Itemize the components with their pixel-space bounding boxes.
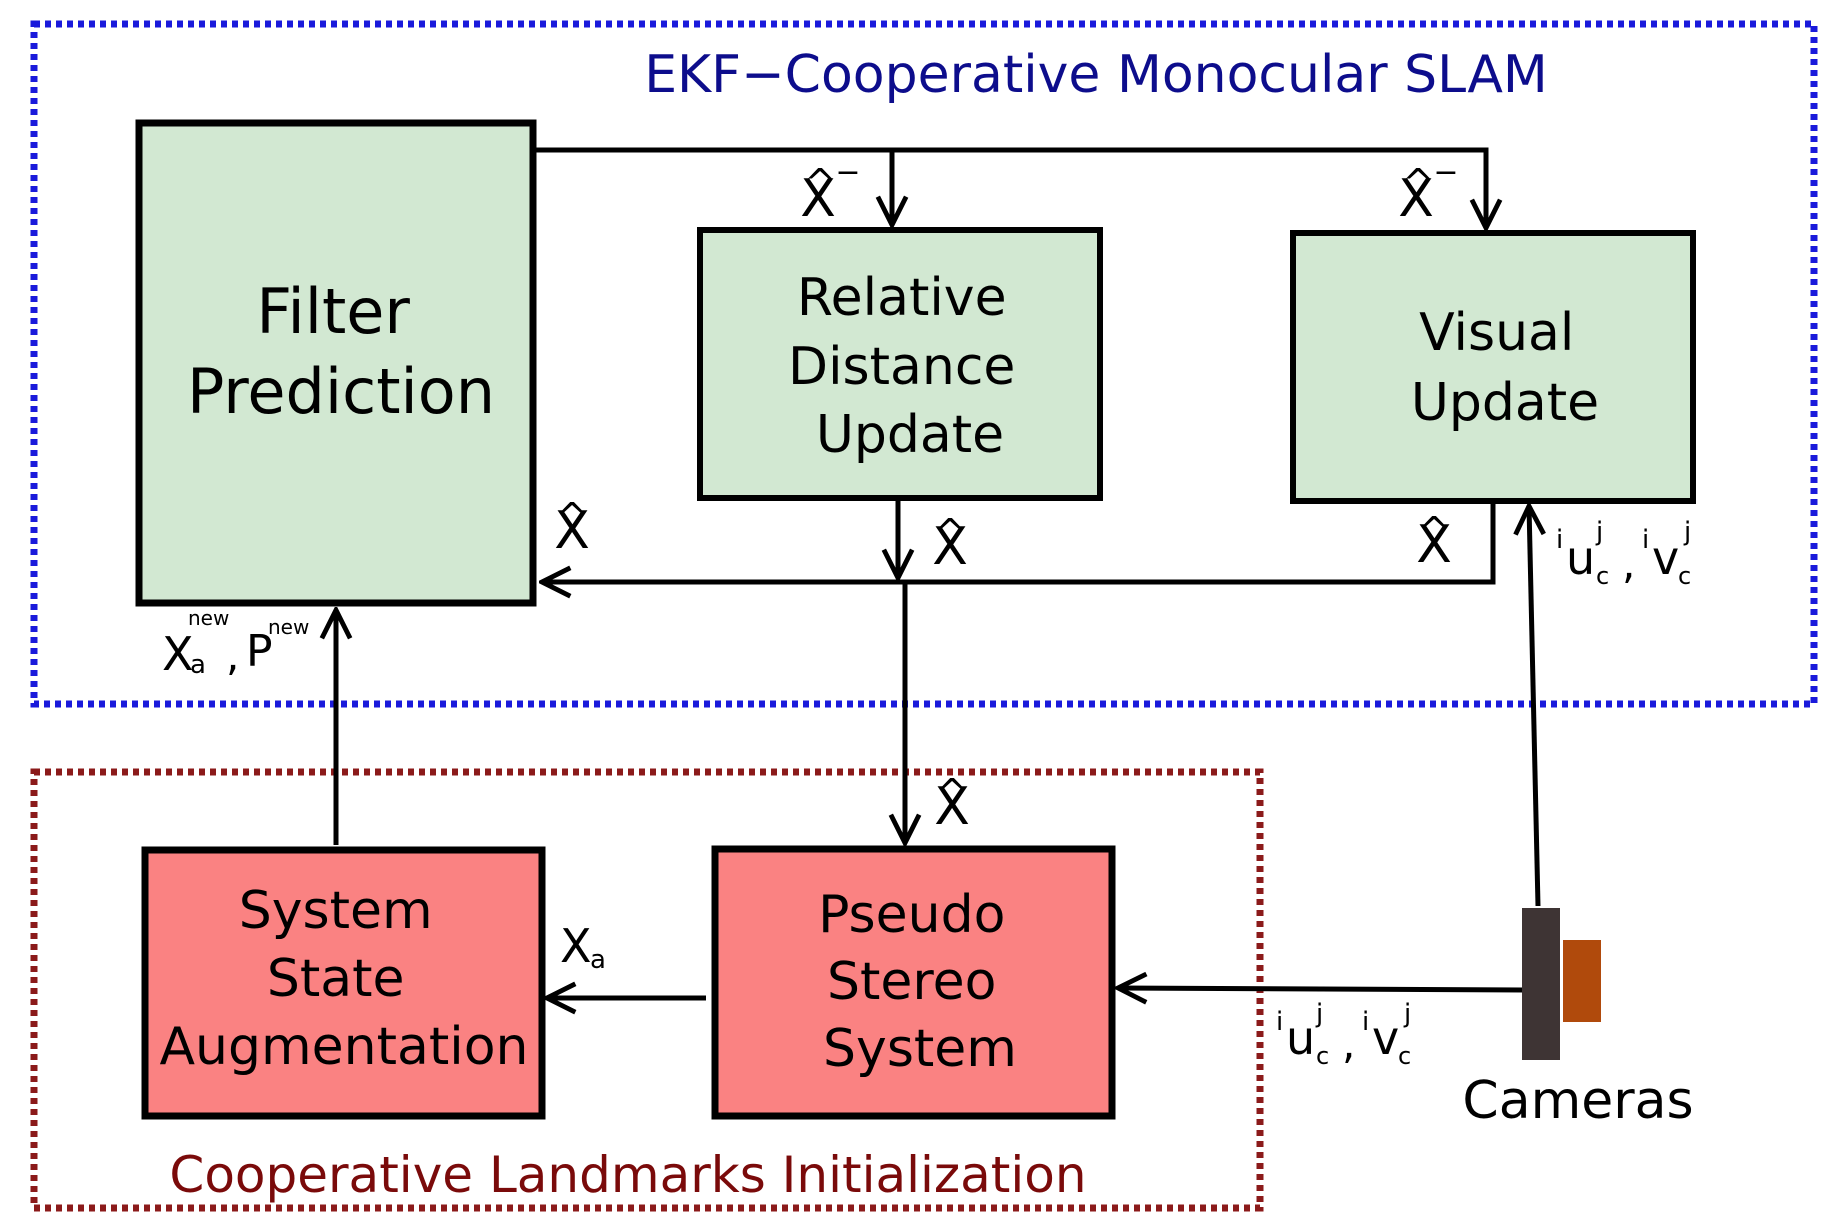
pseudo-stereo-system-line-1: Pseudo: [818, 885, 1005, 945]
relative-distance-update-label: Relative Distance Update: [788, 268, 1032, 465]
visual-update-line-2: Update: [1411, 373, 1599, 433]
cameras-to-pseudo-arrow: [1118, 988, 1525, 990]
relative-distance-update-line-2: Distance: [788, 337, 1015, 397]
uv-index-j: j: [1403, 999, 1411, 1029]
p-new-letter: P: [246, 626, 273, 677]
visual-update-line-1: Visual: [1419, 303, 1574, 363]
uv-index-c: c: [1398, 1042, 1411, 1070]
visual-to-prediction-line: [542, 498, 1496, 582]
prediction-to-visual-line: [533, 147, 1486, 228]
camera-lens: [1563, 940, 1601, 1022]
relative-distance-update-line-3: Update: [816, 405, 1004, 465]
x-hat-hat: ^: [556, 495, 588, 539]
uv-label-upper: i u j c , i v j c: [1556, 517, 1691, 590]
x-hat-minus-sup: −: [835, 155, 860, 190]
xa-new-letter: X: [162, 627, 194, 681]
x-hat-letter: X: [934, 777, 970, 837]
x-hat-minus-hat: ^: [1402, 161, 1434, 205]
visual-update-block: [1290, 230, 1696, 504]
pseudo-stereo-system-block: [711, 845, 1116, 1120]
uv-index-j: j: [1683, 517, 1691, 547]
uv-index-i: i: [1642, 525, 1649, 555]
filter-prediction-line-2: Prediction: [187, 355, 495, 428]
xa-new-sup: new: [188, 606, 229, 630]
uv-u: u: [1566, 531, 1595, 585]
system-state-augmentation-block: [141, 846, 546, 1120]
filter-prediction-label: Filter Prediction: [187, 275, 495, 428]
camera-icon: [1522, 908, 1601, 1060]
xa-sub: a: [590, 945, 606, 975]
x-hat-letter: X: [554, 501, 590, 561]
xa-label: X a: [560, 919, 606, 975]
ekf-region-border: [30, 20, 1818, 708]
uv-v: v: [1372, 1011, 1399, 1065]
xa-new-comma: ,: [226, 631, 239, 680]
filter-prediction-block: [135, 119, 537, 607]
xa-new-p-new-label: X a new , P new: [162, 606, 309, 681]
relative-distance-update-block: [697, 227, 1103, 501]
x-hat-letter: X: [1416, 515, 1452, 575]
x-hat-minus-hat: ^: [804, 161, 836, 205]
system-state-augmentation-line-3: Augmentation: [159, 1017, 528, 1077]
cameras-label: Cameras: [1462, 1071, 1693, 1131]
relative-distance-update-line-1: Relative: [797, 268, 1007, 328]
uv-index-c: c: [1596, 562, 1609, 590]
uv-index-j: j: [1595, 517, 1603, 547]
uv-u: u: [1286, 1011, 1315, 1065]
uv-index-j: j: [1315, 999, 1323, 1029]
uv-v: v: [1652, 531, 1679, 585]
x-hat-minus-label-left: ^ X −: [800, 155, 860, 229]
uv-comma: ,: [1622, 539, 1635, 588]
xa-letter: X: [560, 919, 592, 973]
x-hat-label-pseudo: ^ X: [934, 771, 970, 837]
x-hat-minus-label-right: ^ X −: [1398, 155, 1458, 229]
uv-index-i: i: [1362, 1007, 1369, 1037]
system-state-augmentation-line-1: System: [239, 881, 433, 941]
pseudo-stereo-system-label: Pseudo Stereo System: [818, 885, 1022, 1079]
cameras-to-visual-arrow: [1529, 506, 1538, 907]
system-state-augmentation-label: System State Augmentation: [159, 881, 528, 1077]
xa-new-sub: a: [190, 650, 206, 680]
connectors: [336, 147, 1538, 998]
x-hat-label-relative: ^ X: [932, 511, 968, 577]
x-hat-hat: ^: [1418, 509, 1450, 553]
x-hat-letter: X: [932, 517, 968, 577]
pseudo-stereo-system-line-2: Stereo: [827, 952, 996, 1012]
visual-update-label: Visual Update: [1411, 303, 1599, 433]
system-state-augmentation-line-2: State: [267, 949, 405, 1009]
x-hat-label-prediction: ^ X: [554, 495, 590, 561]
x-hat-hat: ^: [936, 771, 968, 815]
uv-label-lower: i u j c , i v j c: [1276, 999, 1411, 1070]
x-hat-minus-sup: −: [1433, 155, 1458, 190]
ekf-region-title: EKF−Cooperative Monocular SLAM: [644, 45, 1548, 105]
camera-body: [1522, 908, 1560, 1060]
x-hat-minus-letter: X: [1398, 169, 1434, 229]
pseudo-stereo-system-line-3: System: [823, 1019, 1017, 1079]
init-region-title: Cooperative Landmarks Initialization: [169, 1146, 1086, 1204]
uv-index-i: i: [1556, 525, 1563, 555]
uv-index-i: i: [1276, 1007, 1283, 1037]
x-hat-label-visual: ^ X: [1416, 509, 1452, 575]
uv-index-c: c: [1678, 562, 1691, 590]
uv-comma: ,: [1342, 1019, 1355, 1068]
uv-index-c: c: [1316, 1042, 1329, 1070]
p-new-sup: new: [268, 615, 309, 639]
filter-prediction-line-1: Filter: [256, 275, 410, 348]
x-hat-hat: ^: [934, 511, 966, 555]
x-hat-minus-letter: X: [800, 169, 836, 229]
